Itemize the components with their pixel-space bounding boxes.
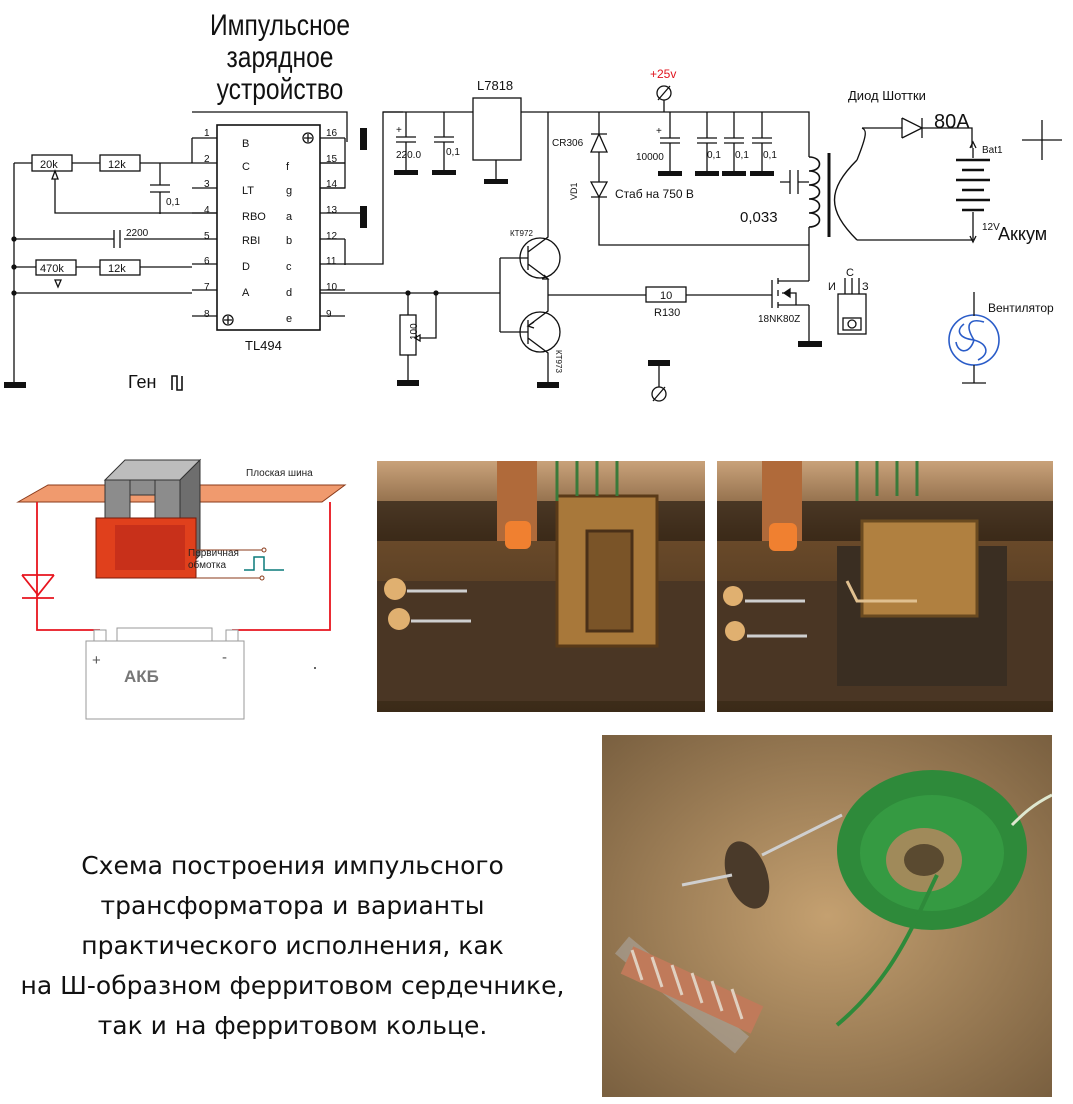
- pin-15: 15: [326, 154, 338, 165]
- label-RBO: RBO: [242, 211, 266, 223]
- cap-0033-label: 0,033: [740, 209, 778, 226]
- fan-label: Вентилятор: [988, 301, 1054, 315]
- title-line-1: Импульсное зарядное: [209, 9, 351, 74]
- regulator-label: L7818: [477, 78, 513, 93]
- tl494-chip: TL494 1 2 3 4 5 6 7 8 16 15 14 13 12 11 …: [204, 124, 338, 353]
- label-f: f: [286, 161, 290, 173]
- bat1-label: Bat1: [982, 145, 1003, 156]
- supply-label: +25v: [650, 67, 676, 81]
- pin-3: 3: [204, 179, 210, 190]
- schematic-title: Импульсное зарядное устройство: [157, 10, 403, 106]
- pin-4: 4: [204, 205, 210, 216]
- pin-i-label: И: [828, 281, 836, 293]
- label-RBI: RBI: [242, 235, 260, 247]
- fan-icon: Вентилятор: [948, 292, 1054, 384]
- battery-plus: +: [92, 652, 101, 669]
- pin-10: 10: [326, 282, 338, 293]
- cap-01-d-label: 0,1: [763, 150, 777, 161]
- label-g: g: [286, 185, 292, 197]
- r-12k-top-label: 12k: [108, 159, 126, 171]
- r-100-label: 100: [409, 323, 420, 340]
- photo-e-core-transformer-1: [377, 461, 705, 712]
- label-C: C: [242, 161, 250, 173]
- cap-220-label: 220.0: [396, 150, 421, 161]
- label-e: e: [286, 313, 292, 325]
- caption-line-2: трансформатора и варианты: [100, 891, 485, 920]
- pin-1: 1: [204, 128, 210, 139]
- busbar-label: Плоская шина: [246, 468, 313, 479]
- pin-2: 2: [204, 154, 210, 165]
- akb-battery: + - АКБ: [85, 627, 245, 720]
- spring-coil: [614, 936, 764, 1054]
- pot-470k-label: 470k: [40, 263, 64, 275]
- pin-c-label: С: [846, 267, 854, 279]
- plus-symbol: [302, 132, 314, 144]
- gen-label: Ген: [128, 372, 157, 392]
- label-a: a: [286, 211, 293, 223]
- pin-8: 8: [204, 309, 210, 320]
- primary-label-1: Первичная: [188, 548, 239, 559]
- r-12k-bottom-label: 12k: [108, 263, 126, 275]
- pin-14: 14: [326, 179, 338, 190]
- pin-11: 11: [326, 256, 337, 267]
- label-A: A: [242, 287, 250, 299]
- svg-text:+: +: [396, 125, 402, 136]
- zener-vd1-label: VD1: [569, 182, 579, 200]
- cap-10000-label: 10000: [636, 152, 664, 163]
- label-d: d: [286, 287, 292, 299]
- pin-16: 16: [326, 128, 338, 139]
- transformer-diagram: Плоская шина Первичная обмотка + - АКБ: [16, 458, 347, 720]
- pin-6: 6: [204, 256, 210, 267]
- caption-line-3: практического исполнения, как: [81, 931, 504, 960]
- zener-label: Стаб на 750 В: [615, 187, 694, 201]
- photo-e-core-transformer-2: [717, 461, 1053, 712]
- caption: Схема построения импульсного трансформат…: [0, 846, 585, 1046]
- pin-9: 9: [326, 309, 332, 320]
- caption-line-1: Схема построения импульсного: [81, 851, 504, 880]
- transistor-kt973: КТ973: [500, 297, 563, 383]
- label-c: c: [286, 261, 292, 273]
- label-D: D: [242, 261, 250, 273]
- mosfet: 18NK80Z: [742, 268, 810, 341]
- cap-01-a-label: 0,1: [446, 147, 460, 158]
- svg-text:+: +: [656, 126, 662, 137]
- ic-name: TL494: [245, 338, 282, 353]
- label-LT: LT: [242, 185, 254, 197]
- diode-cr306-label: CR306: [552, 138, 584, 149]
- cap-01-b-label: 0,1: [707, 150, 721, 161]
- battery-minus: -: [222, 649, 227, 666]
- pin-5: 5: [204, 231, 210, 242]
- pin-12: 12: [326, 231, 338, 242]
- q-top-label: КТ972: [510, 229, 533, 238]
- mosfet-package-icon: С И З: [828, 267, 869, 335]
- r-130-label: R130: [654, 307, 680, 319]
- pin-7: 7: [204, 282, 210, 293]
- battery-label: АКБ: [124, 667, 159, 686]
- caption-line-4: на Ш-образном ферритовом сердечнике,: [20, 971, 565, 1000]
- ground-symbol: [222, 314, 234, 326]
- mosfet-label: 18NK80Z: [758, 314, 800, 325]
- transistor-kt972: КТ972: [500, 217, 561, 297]
- pin-13: 13: [326, 205, 338, 216]
- q-bottom-label: КТ973: [554, 350, 563, 373]
- circuit-schematic: TL494 1 2 3 4 5 6 7 8 16 15 14 13 12 11 …: [4, 67, 1062, 402]
- cap-01-left-label: 0,1: [166, 197, 180, 208]
- title-line-2: устройство: [216, 73, 344, 106]
- cap-01-c-label: 0,1: [735, 150, 749, 161]
- pin-z-label: З: [862, 281, 869, 293]
- battery-symbol: [947, 140, 990, 244]
- primary-label-2: обмотка: [188, 559, 226, 571]
- label-B: B: [242, 138, 249, 150]
- label-b: b: [286, 235, 292, 247]
- cap-2200-label: 2200: [126, 228, 149, 239]
- akkum-label: Аккум: [998, 224, 1047, 244]
- schottky-label: Диод Шоттки: [848, 88, 926, 103]
- photo-ferrite-ring-transformer: [602, 735, 1052, 1097]
- caption-line-5: так и на ферритовом кольце.: [97, 1011, 488, 1040]
- current-80a-label: 80A: [934, 111, 970, 133]
- r-10-label: 10: [660, 290, 672, 302]
- pot-20k-label: 20k: [40, 159, 58, 171]
- v12-label: 12V: [982, 222, 1000, 233]
